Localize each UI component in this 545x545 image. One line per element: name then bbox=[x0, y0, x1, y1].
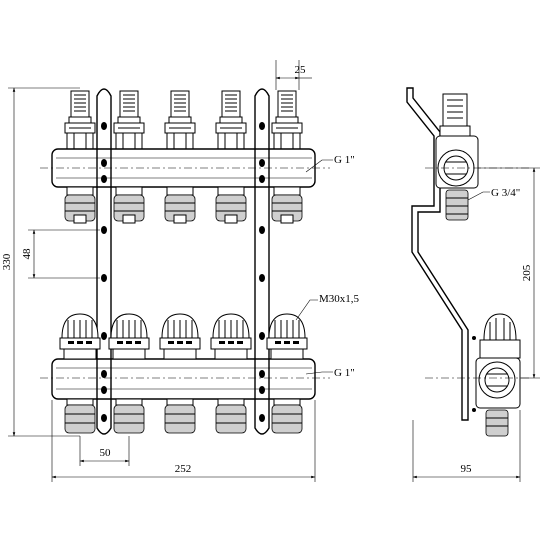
dim-label-outlet-width: 25 bbox=[295, 64, 307, 76]
outlet-fitting bbox=[215, 398, 247, 434]
dim-label-outlet-pitch: 50 bbox=[100, 447, 112, 459]
flowmeter bbox=[164, 90, 196, 150]
outlet-fitting bbox=[271, 186, 303, 224]
thread-label-bottom: G 1" bbox=[334, 367, 355, 379]
valve-cap bbox=[266, 313, 308, 360]
outlet-fitting bbox=[64, 398, 96, 434]
bracket-hole bbox=[259, 159, 265, 167]
bracket-holes bbox=[101, 122, 265, 422]
outlet-fitting bbox=[113, 398, 145, 434]
dim-label-depth: 95 bbox=[461, 463, 473, 475]
bracket-hole bbox=[101, 175, 107, 183]
bracket-hole bbox=[259, 370, 265, 378]
bracket-hole bbox=[101, 386, 107, 394]
valve-cap bbox=[59, 313, 101, 360]
bracket-hole bbox=[259, 122, 265, 130]
mounting-bracket bbox=[96, 88, 112, 435]
front-view bbox=[40, 88, 330, 435]
outlet-fitting bbox=[215, 186, 247, 224]
flowmeter-row bbox=[64, 90, 303, 150]
bracket-hole bbox=[101, 122, 107, 130]
side-valve-cap bbox=[483, 313, 517, 341]
bracket-hole bbox=[259, 332, 265, 340]
dim-label-side-height: 205 bbox=[521, 264, 533, 281]
flowmeter bbox=[113, 90, 145, 150]
bracket-hole bbox=[259, 274, 265, 282]
flowmeter bbox=[271, 90, 303, 150]
supply-outlet-fittings bbox=[64, 186, 303, 224]
return-bar bbox=[51, 358, 316, 400]
side-return-port bbox=[478, 361, 516, 399]
outlet-fitting bbox=[64, 186, 96, 224]
side-return-fitting bbox=[485, 409, 509, 437]
valve-cap bbox=[210, 313, 252, 360]
outlet-fitting bbox=[164, 186, 196, 224]
outlet-fitting bbox=[164, 398, 196, 434]
outlet-fitting bbox=[113, 186, 145, 224]
bracket-hole bbox=[259, 175, 265, 183]
bracket-hole bbox=[101, 274, 107, 282]
thread-label-top: G 1" bbox=[334, 154, 355, 166]
bracket-hole bbox=[259, 226, 265, 234]
return-outlet-fittings bbox=[64, 398, 303, 434]
dim-label-bracket-spacing: 48 bbox=[21, 248, 33, 260]
thread-label-side: G 3/4" bbox=[491, 187, 520, 199]
side-view bbox=[406, 87, 532, 437]
valve-cap bbox=[108, 313, 150, 360]
valve-cap bbox=[159, 313, 201, 360]
thermostatic-valve-row bbox=[59, 313, 308, 360]
outlet-fitting bbox=[271, 398, 303, 434]
dim-label-overall-width: 252 bbox=[175, 463, 192, 475]
bracket-hole bbox=[259, 414, 265, 422]
mounting-bracket bbox=[254, 88, 270, 435]
mounting-brackets bbox=[96, 88, 270, 435]
bracket-hole bbox=[101, 226, 107, 234]
bracket-hole bbox=[101, 159, 107, 167]
side-flowmeter bbox=[442, 93, 468, 127]
dim-label-overall-height: 330 bbox=[1, 253, 13, 270]
flowmeter bbox=[64, 90, 96, 150]
dimension-lines bbox=[8, 60, 540, 482]
bracket-hole bbox=[101, 332, 107, 340]
annotations: G 1" G 1" G 3/4" M30x1,5 330 48 25 50 25… bbox=[1, 64, 533, 475]
bracket-hole bbox=[259, 386, 265, 394]
flowmeter bbox=[215, 90, 247, 150]
thread-label-valve: M30x1,5 bbox=[319, 293, 360, 305]
side-supply-fitting bbox=[445, 189, 469, 221]
bracket-hole bbox=[101, 370, 107, 378]
bracket-hole bbox=[101, 414, 107, 422]
